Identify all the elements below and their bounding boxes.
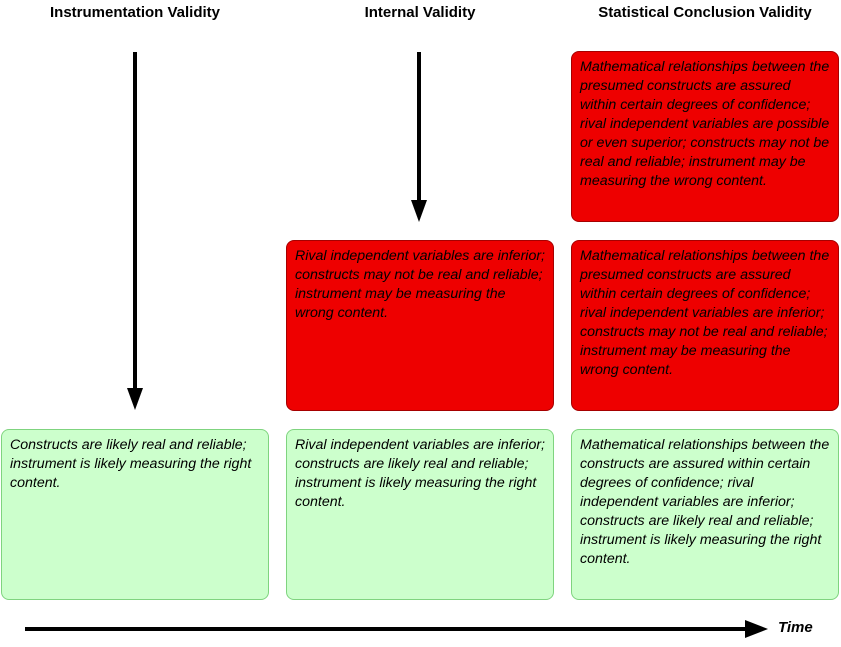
statistical-red-top-box: Mathematical relationships between the p… [571, 51, 839, 222]
statistical-red-mid-text: Mathematical relationships between the p… [580, 248, 830, 378]
internal-green-box: Rival independent variables are inferior… [286, 429, 554, 600]
statistical-green-text: Mathematical relationships between the c… [580, 437, 830, 567]
time-label: Time [778, 619, 813, 636]
statistical-red-mid-box: Mathematical relationships between the p… [571, 240, 839, 411]
internal-red-text: Rival independent variables are inferior… [295, 248, 545, 321]
column-title-internal: Internal Validity [364, 4, 476, 21]
time-arrow [25, 620, 768, 638]
instrumentation-green-box: Constructs are likely real and reliable;… [1, 429, 269, 600]
statistical-green-box: Mathematical relationships between the c… [571, 429, 839, 600]
column-title-statistical: Statistical Conclusion Validity [598, 4, 812, 21]
column-title-instrumentation: Instrumentation Validity [49, 4, 221, 21]
instrumentation-green-text: Constructs are likely real and reliable;… [10, 437, 252, 491]
instrumentation-down-arrow [127, 52, 143, 410]
internal-down-arrow [411, 52, 427, 222]
internal-green-text: Rival independent variables are inferior… [295, 437, 545, 510]
internal-red-box: Rival independent variables are inferior… [286, 240, 554, 411]
statistical-red-top-text: Mathematical relationships between the p… [580, 59, 830, 189]
